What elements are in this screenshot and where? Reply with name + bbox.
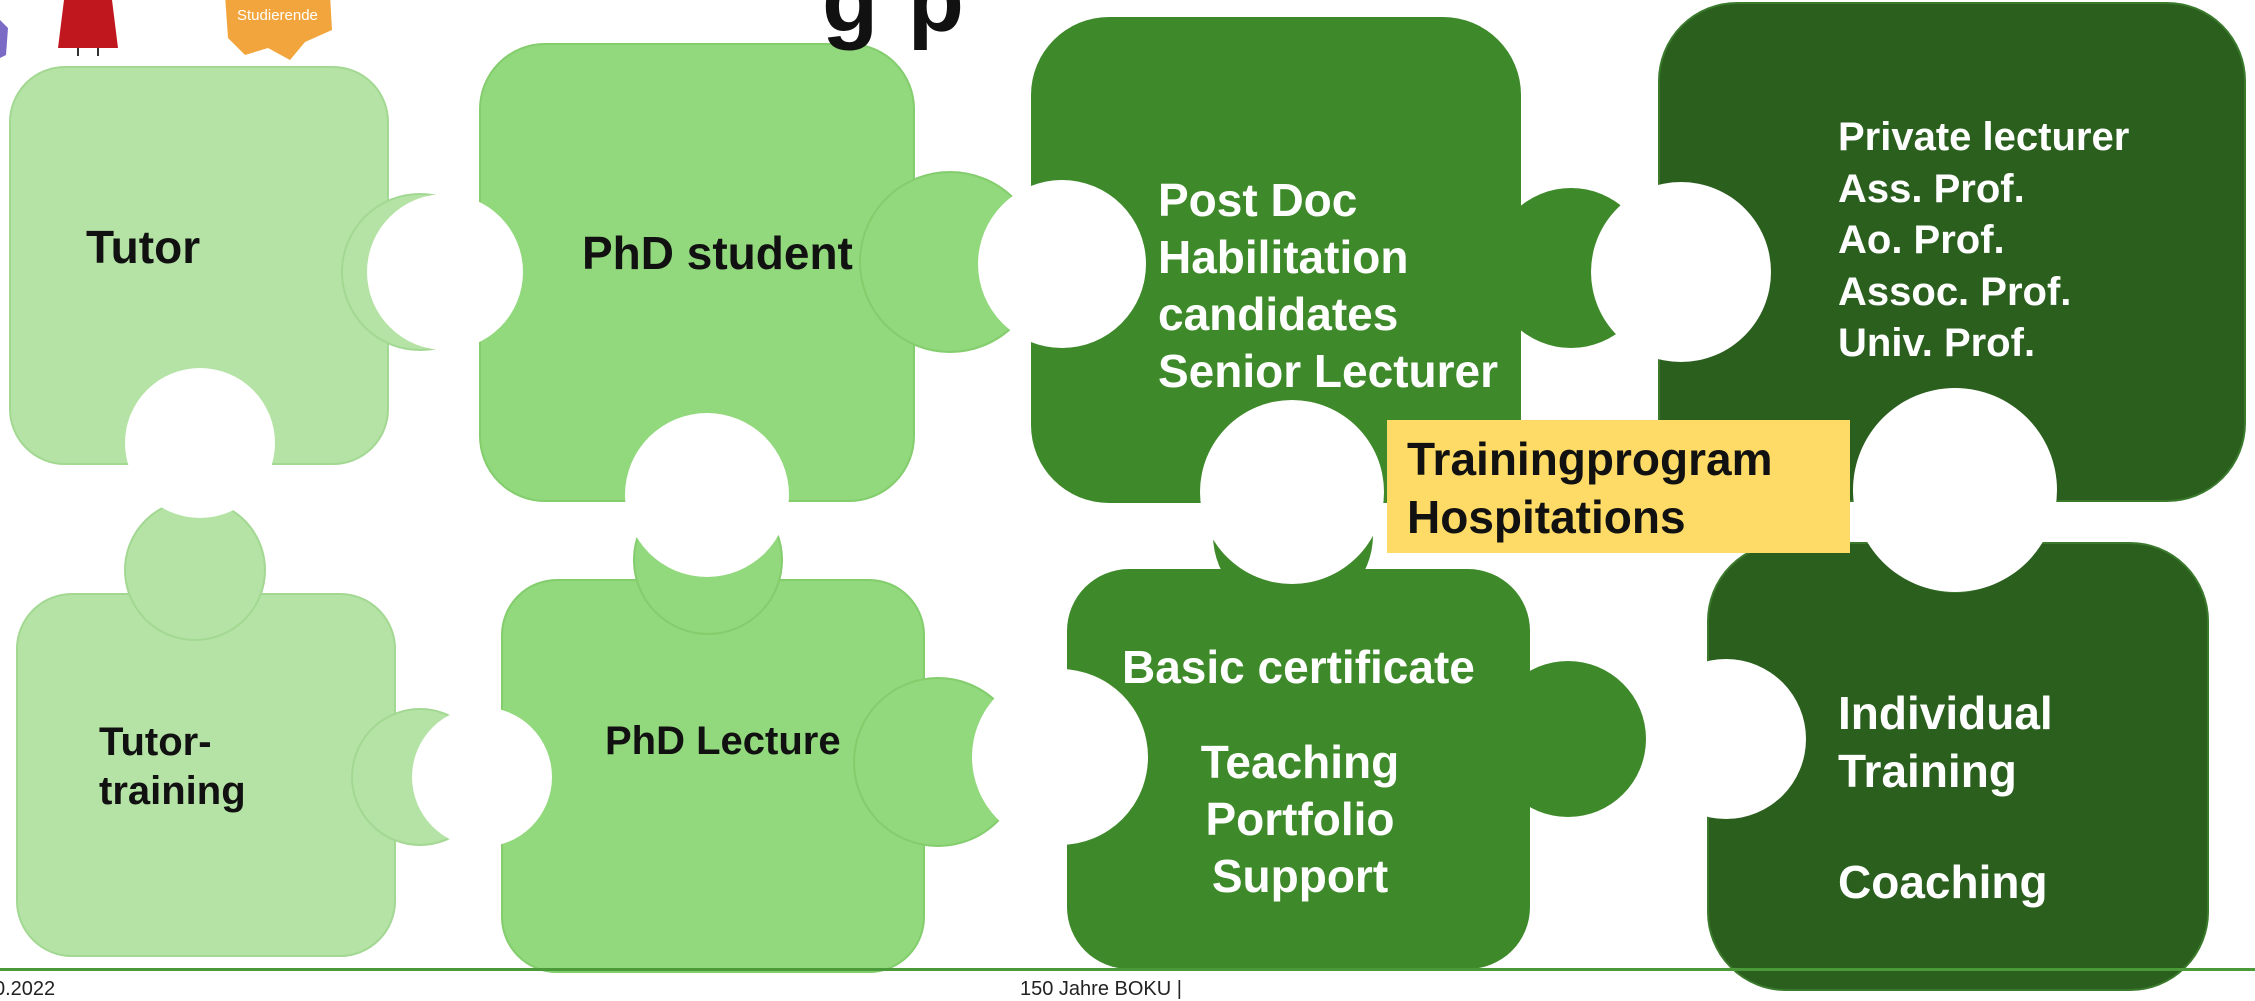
- figure-icon-left-edge: [0, 20, 8, 58]
- label-coaching: Coaching: [1838, 855, 2048, 910]
- students-puzzle-label: Studierende: [237, 7, 318, 24]
- label-individual-training-line: Training: [1838, 745, 2017, 797]
- students-puzzle-icon: Studierende: [225, 0, 332, 60]
- training-program-callout: Trainingprogram Hospitations: [1387, 420, 1850, 553]
- label-teaching-portfolio: Teaching Portfolio Support: [1150, 734, 1450, 905]
- label-tutor: Tutor: [86, 220, 200, 275]
- label-phd-student-text: PhD student: [582, 227, 853, 279]
- callout-line: Trainingprogram: [1407, 433, 1773, 485]
- label-teaching-portfolio-line: Support: [1211, 850, 1389, 902]
- label-professor-line: Univ. Prof.: [1838, 321, 2036, 365]
- label-professor-line: Assoc. Prof.: [1838, 269, 2072, 314]
- label-teaching-portfolio-line: Teaching: [1200, 736, 1400, 788]
- label-basic-certificate-text: Basic certificate: [1122, 641, 1475, 693]
- label-post-doc-line: Habilitation: [1158, 231, 1409, 283]
- label-post-doc-line: Post Doc: [1158, 174, 1358, 226]
- label-basic-certificate: Basic certificate: [1122, 640, 1475, 695]
- callout-line: Hospitations: [1407, 491, 1686, 543]
- puzzle-piece-tutor-training: [16, 499, 489, 957]
- label-professor-line: Ass. Prof.: [1838, 166, 2025, 211]
- label-tutor-text: Tutor: [86, 221, 201, 273]
- label-tutor-training: Tutor- training: [99, 718, 246, 816]
- label-post-doc-line: candidates: [1158, 288, 1399, 340]
- label-individual-training-line: Individual: [1838, 687, 2053, 739]
- label-professor-line: Private lecturer: [1838, 115, 2130, 159]
- footer-divider: [0, 968, 2255, 971]
- label-phd-lecture: PhD Lecture: [605, 717, 841, 765]
- label-post-doc: Post Doc Habilitation candidates Senior …: [1158, 172, 1498, 400]
- footer-center-text: 150 Jahre BOKU |: [1020, 978, 1182, 1000]
- person-figure-icon: [58, 0, 118, 56]
- label-coaching-text: Coaching: [1838, 856, 2048, 908]
- page-title-fragment: g p: [822, 0, 966, 51]
- puzzle-notches: [125, 180, 2057, 847]
- label-individual-training: Individual Training: [1838, 684, 2053, 800]
- label-professor: Private lecturer Ass. Prof. Ao. Prof. As…: [1838, 112, 2129, 370]
- label-tutor-training-line: training: [99, 769, 246, 813]
- label-phd-lecture-text: PhD Lecture: [605, 719, 841, 763]
- label-phd-student: PhD student: [582, 226, 853, 281]
- label-teaching-portfolio-line: Portfolio: [1205, 793, 1395, 845]
- label-post-doc-line: Senior Lecturer: [1158, 345, 1498, 397]
- label-tutor-training-line: Tutor-: [99, 720, 212, 764]
- footer-date: 0.2022: [0, 978, 56, 1000]
- label-professor-line: Ao. Prof.: [1838, 218, 2005, 262]
